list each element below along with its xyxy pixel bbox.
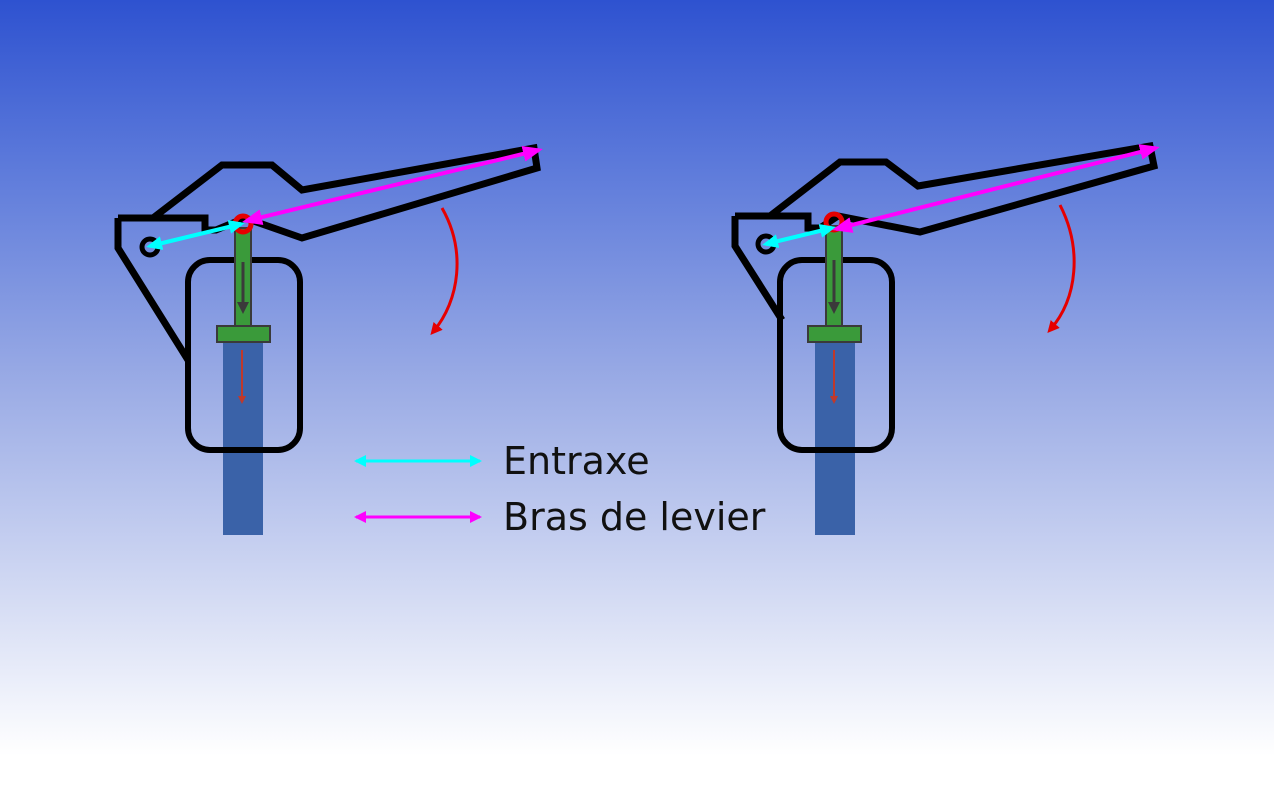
mechanism-right: [731, 141, 1160, 535]
bras-de-levier-label: Bras de levier: [503, 495, 766, 539]
rotation-arrow: [430, 207, 459, 336]
pushrod-head: [216, 325, 271, 343]
pushrod-head: [807, 325, 862, 343]
entraxe-arrow: [146, 220, 245, 250]
lever-body: [731, 141, 1159, 322]
mechanism-left: [114, 143, 543, 535]
entraxe-legend-arrow: [354, 455, 482, 467]
rotation-arrow: [1047, 204, 1076, 334]
entraxe-arrow: [762, 224, 836, 248]
bras-legend-arrow: [354, 511, 482, 523]
lever-arm-arrow: [242, 145, 543, 226]
fixed-pivot: [139, 236, 161, 258]
lever-body: [114, 143, 541, 362]
lever-arm-arrow: [832, 144, 1160, 233]
entraxe-label: Entraxe: [503, 439, 650, 483]
